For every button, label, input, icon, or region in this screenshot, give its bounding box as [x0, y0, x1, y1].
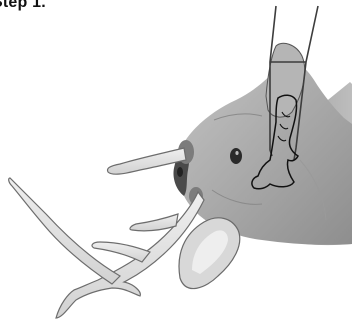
antler-rear-tine [9, 178, 120, 284]
nostril [177, 167, 183, 177]
antler-middle-tine [92, 242, 150, 262]
antler-brow-tine [130, 214, 178, 231]
eye [230, 148, 242, 164]
